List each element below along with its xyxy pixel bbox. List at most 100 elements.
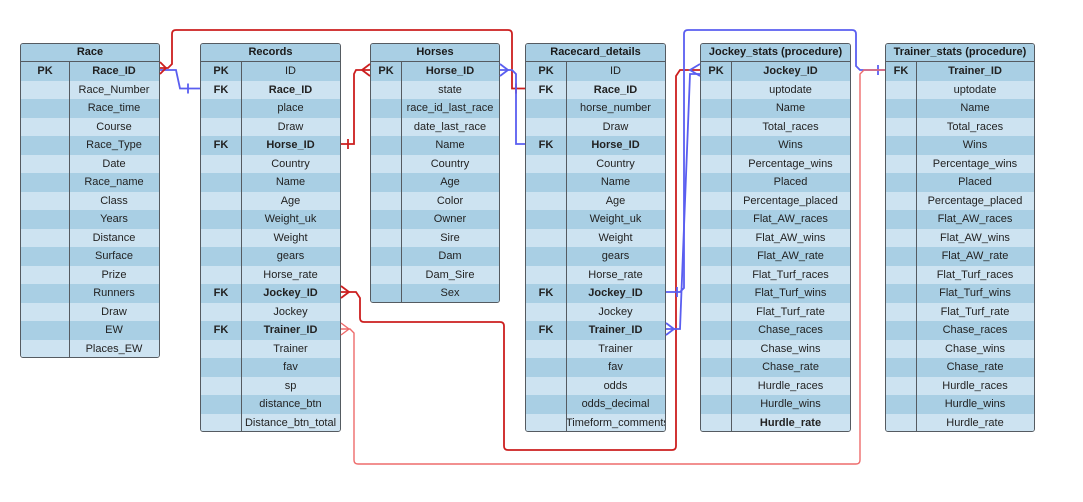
key-label [701, 358, 731, 377]
crowfoot-mark [159, 61, 168, 75]
table-row: Total_races [701, 117, 850, 136]
key-label [701, 155, 731, 174]
key-label [701, 192, 731, 211]
crowfoot-mark [499, 63, 510, 77]
key-label [886, 266, 916, 285]
field-name: Dam_Sire [425, 268, 475, 281]
crowfoot-mark [340, 322, 351, 336]
field-name: Weight_uk [264, 213, 317, 225]
field-name: Horse_rate [263, 268, 318, 281]
key-label [886, 136, 916, 155]
field-name: Flat_Turf_rate [756, 305, 825, 318]
key-label [371, 210, 401, 229]
key-label [886, 247, 916, 266]
field-name: EW [105, 324, 123, 336]
key-label [21, 99, 69, 118]
column-divider [401, 62, 402, 302]
field-name: Distance [92, 231, 136, 244]
field-name: Flat_Turf_rate [940, 305, 1010, 318]
field-name: fav [283, 361, 298, 373]
table-row: Years [21, 210, 159, 229]
key-label [201, 99, 241, 118]
field-name: Draw [602, 120, 629, 133]
table-row: Flat_Turf_rate [886, 302, 1034, 322]
field-name: date_last_race [413, 120, 487, 133]
key-label [701, 81, 731, 100]
field-name: Name [960, 102, 990, 114]
field-name: Chase_rate [946, 361, 1004, 373]
key-label: PK [37, 65, 53, 77]
table-row: Flat_Turf_wins [886, 284, 1034, 303]
table-row: Flat_AW_races [886, 210, 1034, 229]
field-name: odds_decimal [581, 398, 650, 410]
key-label: FK [213, 139, 229, 151]
key-label [201, 192, 241, 211]
field-name: Hurdle_wins [944, 398, 1006, 410]
key-label [371, 192, 401, 211]
key-label [701, 377, 731, 396]
key-label: FK [538, 324, 554, 336]
key-label [886, 303, 916, 322]
key-label [701, 173, 731, 192]
table-row: Flat_AW_rate [886, 247, 1034, 266]
table-row: EW [21, 321, 159, 340]
table-row: Course [21, 117, 159, 136]
table-row: Dam_Sire [371, 265, 499, 284]
key-label: FK [893, 65, 909, 77]
table-row: Race_time [21, 99, 159, 118]
table-row: Places_EW [21, 339, 159, 357]
table-row: Jockey [201, 302, 340, 321]
column-divider [566, 62, 567, 431]
field-name: state [438, 83, 462, 96]
field-name: Age [280, 194, 301, 207]
key-label [371, 284, 401, 302]
field-name: Jockey_ID [263, 287, 318, 299]
key-label [886, 284, 916, 303]
field-name: Placed [773, 176, 808, 188]
field-name: Trainer [273, 342, 308, 355]
table-title: Horses [371, 44, 499, 62]
link-horses-records [341, 69, 370, 145]
table-title: Trainer_stats (procedure) [886, 44, 1034, 62]
field-name: Horse_rate [588, 268, 643, 281]
key-label [526, 266, 566, 285]
field-name: Horse_ID [266, 139, 315, 151]
table-row: Weight_uk [526, 210, 665, 229]
field-name: uptodate [953, 83, 997, 96]
key-label [201, 247, 241, 266]
table-row: Weight [526, 228, 665, 248]
key-label [201, 155, 241, 174]
column-divider [916, 62, 917, 431]
key-label [201, 229, 241, 248]
key-label [201, 340, 241, 359]
field-name: Hurdle_wins [760, 398, 821, 410]
key-label [886, 377, 916, 396]
key-label [21, 173, 69, 192]
table-row: sp [201, 376, 340, 395]
field-name: Chase_wins [760, 342, 821, 355]
key-label [886, 192, 916, 211]
key-label [886, 99, 916, 118]
table-title: Racecard_details [526, 44, 665, 62]
key-label [526, 229, 566, 248]
table-row: Country [371, 154, 499, 173]
field-name: Name [775, 102, 806, 114]
table-row: Age [201, 191, 340, 211]
link-race-records [160, 69, 200, 90]
table-row: Flat_AW_races [701, 210, 850, 229]
field-name: Wins [778, 139, 803, 151]
key-label [886, 414, 916, 432]
column-divider [69, 62, 70, 357]
